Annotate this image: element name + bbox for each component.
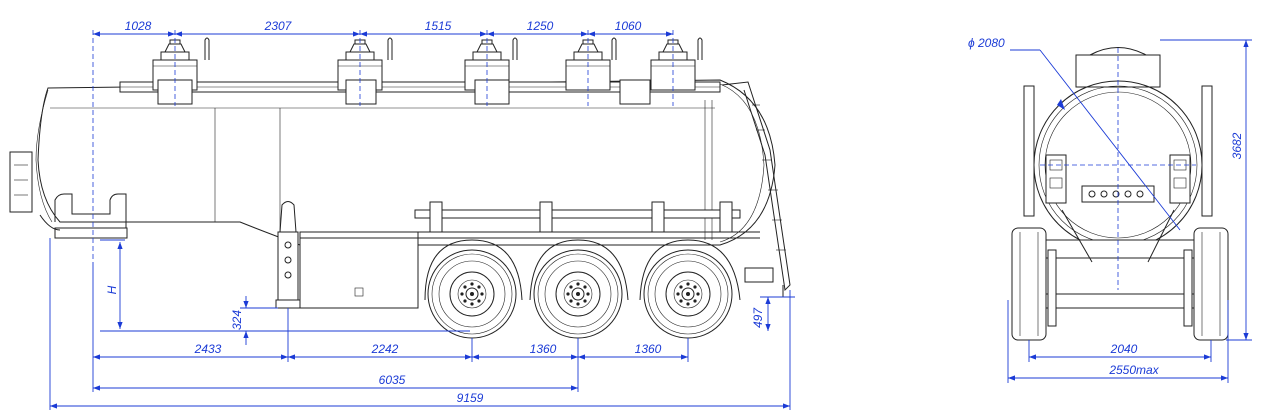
dim-top-2: 2307 xyxy=(264,19,293,33)
dim-top-3: 1515 xyxy=(425,19,452,33)
side-view: 1028 2307 1515 1250 1060 2433 2242 1360 … xyxy=(9,19,795,410)
dim-6035: 6035 xyxy=(379,373,406,387)
dim-2550max: 2550max xyxy=(1108,363,1159,377)
dim-top-4: 1250 xyxy=(527,19,554,33)
rear-view: ϕ 2080 3682 2040 2550max xyxy=(968,36,1252,383)
dim-top-1: 1028 xyxy=(125,19,152,33)
dim-bottom-4: 1360 xyxy=(635,342,662,356)
dim-bottom-1: 2433 xyxy=(194,342,222,356)
dim-3682: 3682 xyxy=(1230,132,1244,159)
dim-9159: 9159 xyxy=(457,391,484,405)
dim-2040: 2040 xyxy=(1110,342,1138,356)
dim-H: H xyxy=(105,285,119,294)
dim-324: 324 xyxy=(230,310,244,330)
dim-top-5: 1060 xyxy=(615,19,642,33)
dim-497: 497 xyxy=(751,307,765,328)
dim-bottom-2: 2242 xyxy=(371,342,399,356)
dim-bottom-3: 1360 xyxy=(530,342,557,356)
dim-diameter: ϕ 2080 xyxy=(968,36,1005,50)
